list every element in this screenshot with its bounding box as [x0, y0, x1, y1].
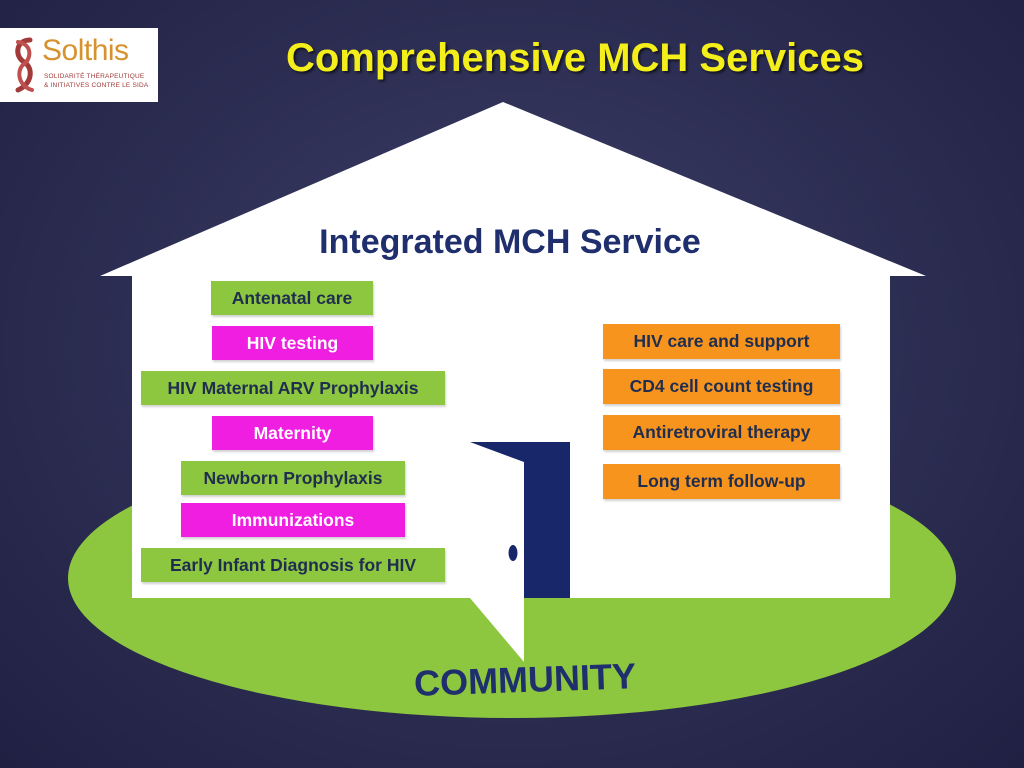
service-hiv-maternal-arv-prophylaxis: HIV Maternal ARV Prophylaxis	[141, 371, 445, 405]
open-door	[470, 442, 524, 662]
service-long-term-follow-up: Long term follow-up	[603, 464, 840, 499]
service-antiretroviral-therapy: Antiretroviral therapy	[603, 415, 840, 450]
service-immunizations: Immunizations	[181, 503, 405, 537]
service-hiv-testing: HIV testing	[212, 326, 373, 360]
service-cd4-testing: CD4 cell count testing	[603, 369, 840, 404]
service-hiv-care-support: HIV care and support	[603, 324, 840, 359]
service-maternity: Maternity	[212, 416, 373, 450]
door-knob	[508, 545, 518, 561]
community-label: COMMUNITY	[413, 655, 637, 704]
service-antenatal-care: Antenatal care	[211, 281, 373, 315]
logo-tagline-1: SOLIDARITÉ THÉRAPEUTIQUE	[44, 73, 145, 80]
service-early-infant-diagnosis: Early Infant Diagnosis for HIV	[141, 548, 445, 582]
service-newborn-prophylaxis: Newborn Prophylaxis	[181, 461, 405, 495]
ribbon-icon	[15, 37, 34, 93]
house-roof	[100, 102, 926, 276]
house-title: Integrated MCH Service	[319, 223, 701, 261]
logo-tagline-2: & INITIATIVES CONTRE LE SIDA	[44, 82, 149, 89]
solthis-logo: Solthis SOLIDARITÉ THÉRAPEUTIQUE & INITI…	[0, 28, 158, 102]
slide-title: Comprehensive MCH Services	[285, 36, 864, 80]
logo-name: Solthis	[42, 34, 129, 67]
